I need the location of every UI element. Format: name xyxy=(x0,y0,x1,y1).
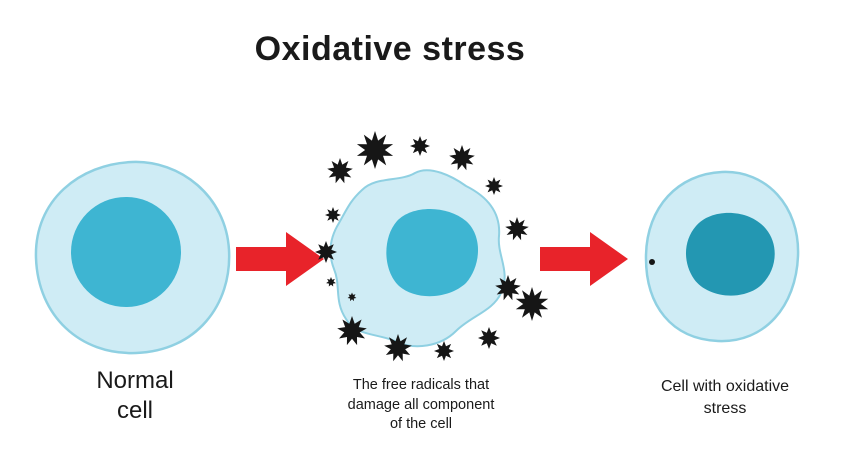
free-radical-icons xyxy=(315,131,549,362)
caption-line: of the cell xyxy=(389,416,453,433)
caption-line: The free radicals that xyxy=(352,377,490,393)
free-radical-dot-icon xyxy=(649,259,655,265)
free-radical-icon xyxy=(315,241,337,263)
free-radical-icon xyxy=(495,275,521,301)
free-radical-icon xyxy=(337,316,367,346)
normal-cell-nucleus xyxy=(71,197,181,307)
free-radical-icon xyxy=(325,207,341,223)
caption-line: damage all component xyxy=(347,396,495,413)
diagram-title: Oxidative stress xyxy=(254,30,526,68)
free-radical-icon xyxy=(384,334,412,362)
stressed-cell-nucleus xyxy=(685,212,775,296)
caption-line: stress xyxy=(703,399,747,417)
caption-line: Cell with oxidative xyxy=(660,378,790,395)
free-radical-icon xyxy=(478,327,500,349)
free-radical-icon xyxy=(356,131,394,169)
damaged-cell-nucleus xyxy=(386,209,479,297)
caption-normal-cell: Normal cell xyxy=(35,366,235,426)
free-radical-icon xyxy=(515,287,549,321)
free-radical-icon xyxy=(434,341,454,361)
caption-line: Normal xyxy=(96,367,174,394)
free-radical-icon xyxy=(485,177,503,195)
normal-cell-shape xyxy=(34,160,231,355)
caption-line: cell xyxy=(116,397,153,424)
free-radical-icon xyxy=(347,292,357,302)
free-radical-icon xyxy=(410,136,430,156)
caption-free-radicals: The free radicals that damage all compon… xyxy=(310,376,532,435)
free-radicals-cell-shape xyxy=(329,169,506,348)
caption-oxidative-stress-cell: Cell with oxidative stress xyxy=(615,376,835,419)
free-radical-icon xyxy=(327,158,353,184)
free-radical-icon xyxy=(505,217,529,241)
free-radical-icon xyxy=(326,277,336,287)
free-radical-icon xyxy=(449,145,475,171)
oxidative-stress-cell-shape xyxy=(644,170,800,343)
arrow-right-icon xyxy=(236,232,324,286)
arrow-right-icon xyxy=(540,232,628,286)
